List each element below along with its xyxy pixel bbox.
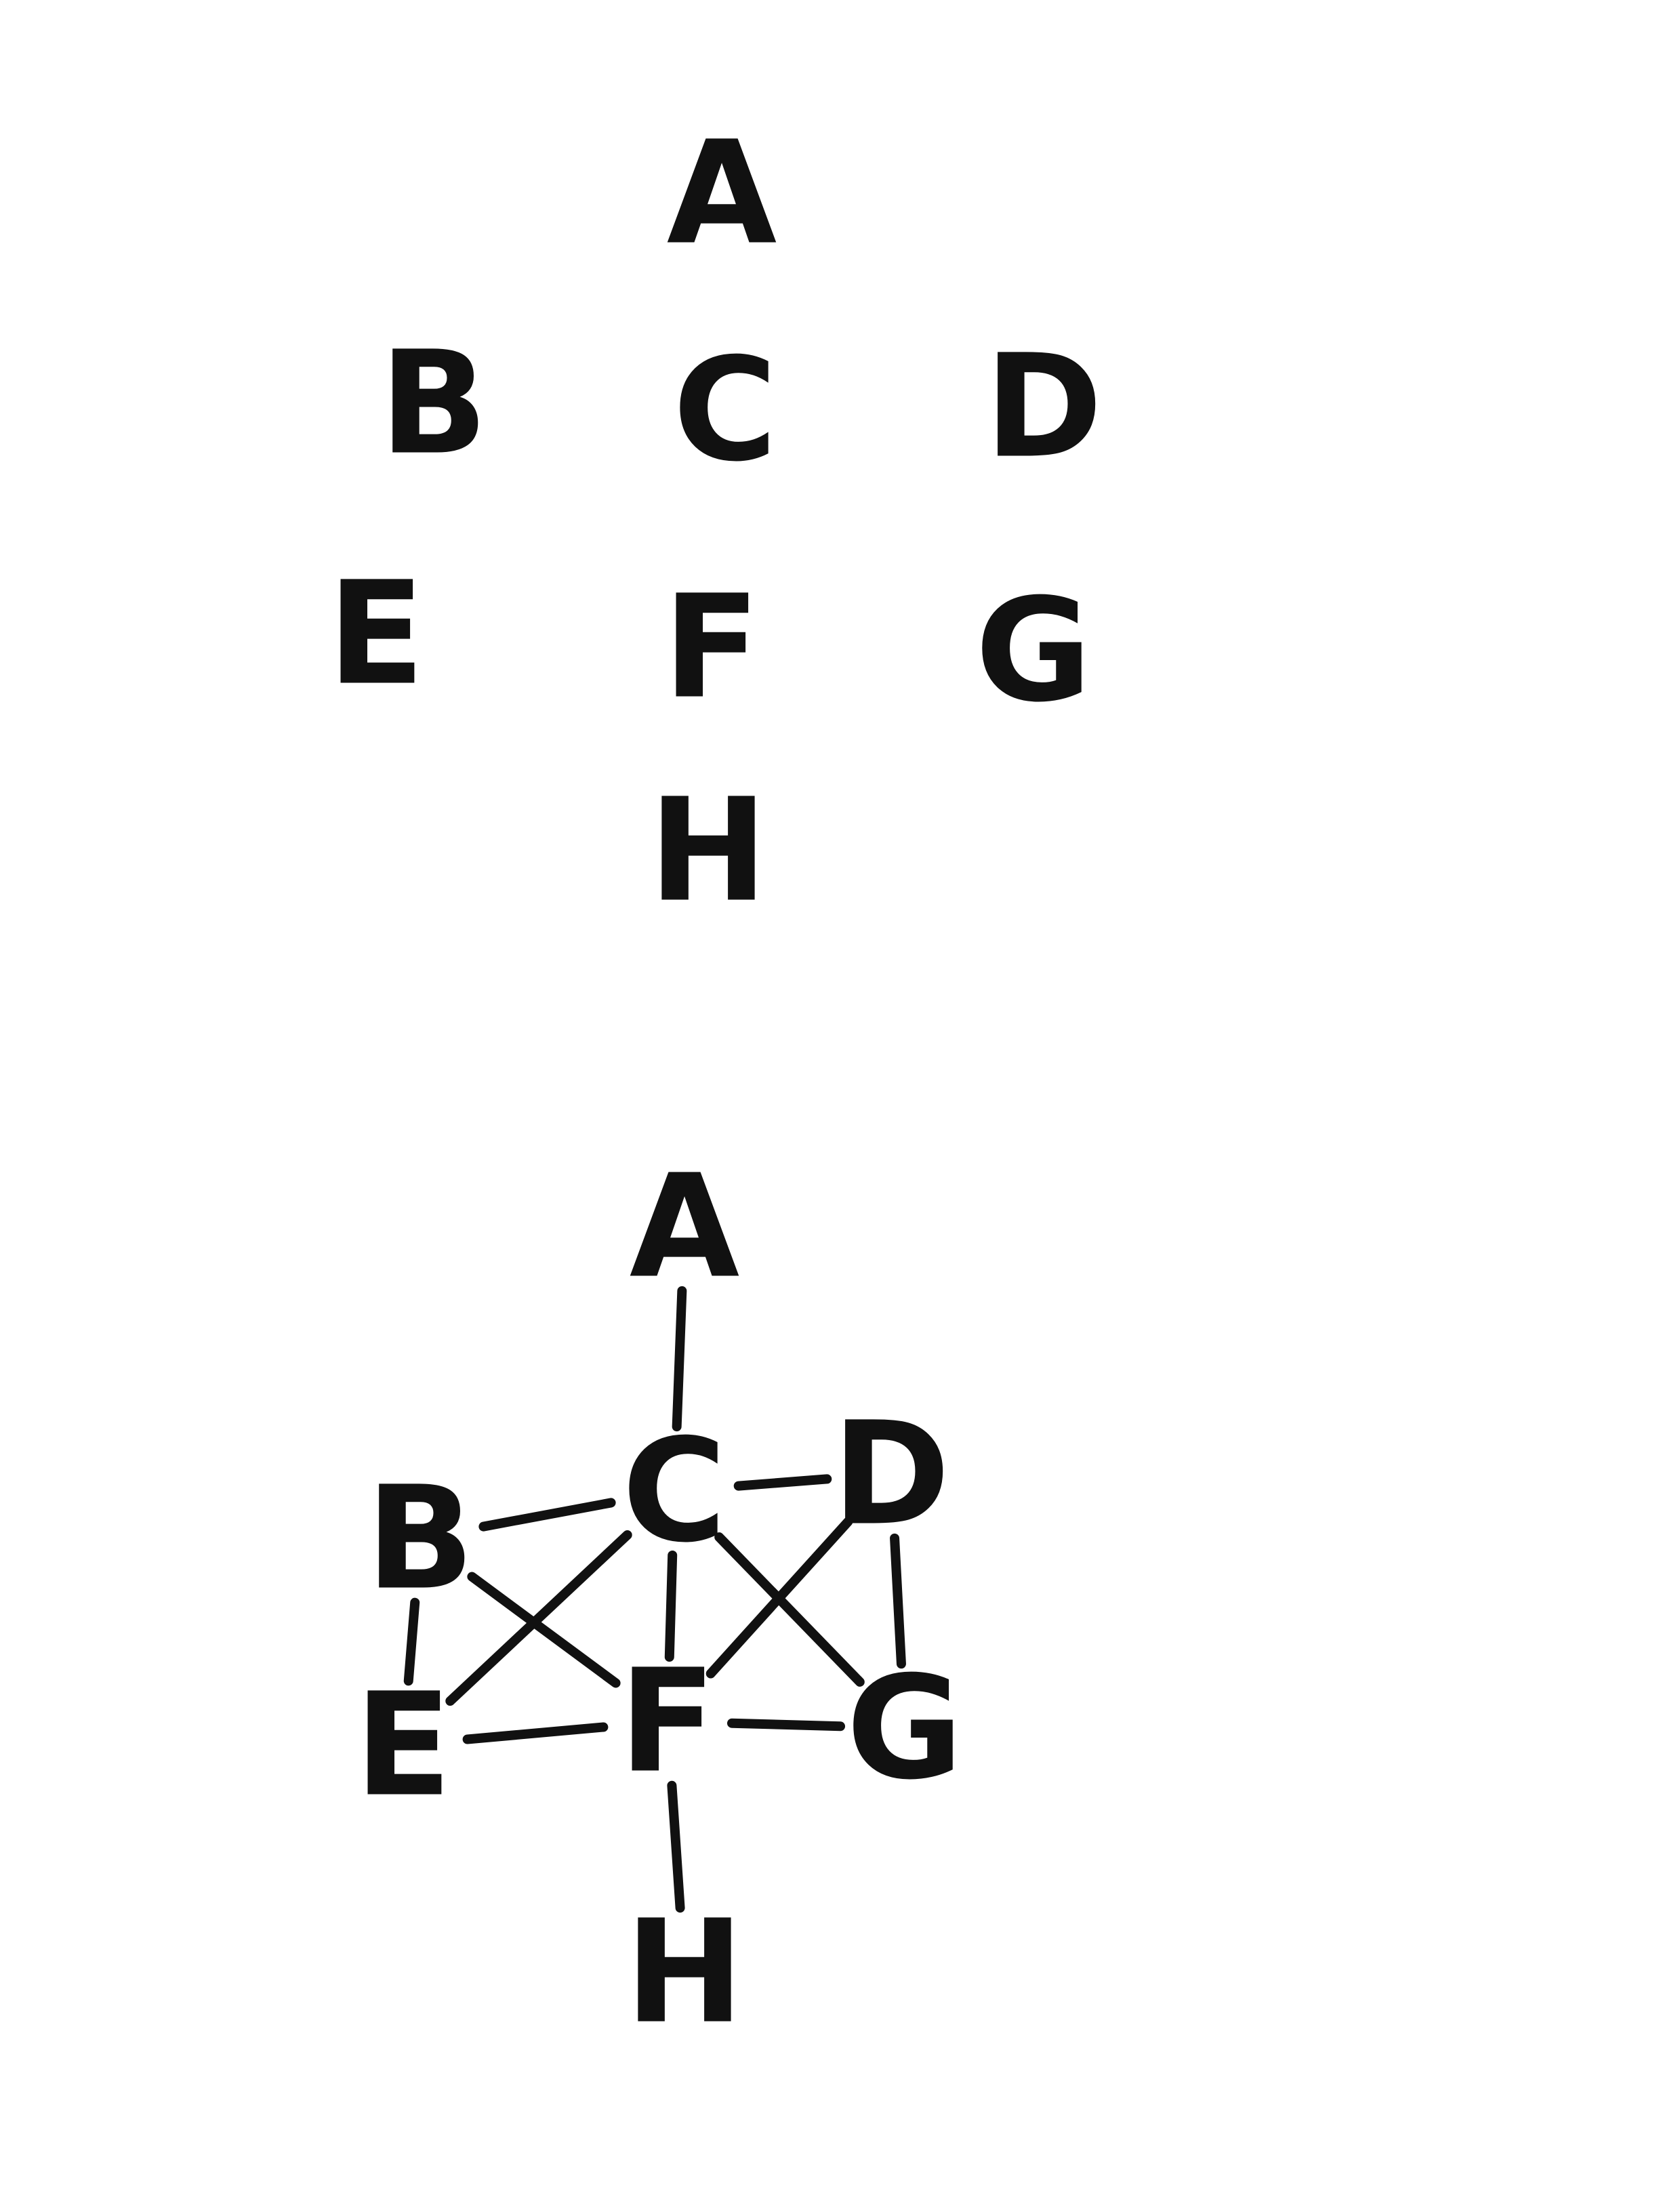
edge-b-c <box>478 1498 616 1532</box>
edge-c-e <box>445 1530 632 1706</box>
node-f: F <box>663 565 760 731</box>
node-e: E <box>354 1662 451 1828</box>
node-g: G <box>975 568 1092 734</box>
edge-d-f <box>705 1517 853 1679</box>
node-c: C <box>622 1408 726 1574</box>
edge-c-f <box>664 1550 678 1662</box>
node-b: B <box>366 1456 474 1622</box>
node-a: A <box>630 1144 740 1310</box>
node-d: D <box>832 1391 950 1557</box>
node-h: H <box>625 1889 744 2055</box>
edge-c-d <box>733 1474 832 1491</box>
node-d: D <box>985 324 1103 490</box>
edge-e-f <box>462 1722 609 1744</box>
edge-b-e <box>403 1597 420 1686</box>
edge-a-c <box>672 1286 687 1432</box>
node-h: H <box>649 768 768 934</box>
edge-f-h <box>667 1780 685 1913</box>
edge-layer <box>403 1286 906 1913</box>
node-c: C <box>673 327 777 493</box>
node-f: F <box>619 1639 716 1805</box>
edge-b-f <box>467 1572 621 1688</box>
edge-d-g <box>890 1533 906 1669</box>
edge-c-g <box>714 1532 865 1687</box>
unconnected-node-layout: A B C D E F G H <box>327 110 1103 934</box>
node-a: A <box>667 110 777 276</box>
node-e: E <box>327 551 424 717</box>
edge-f-g <box>726 1718 846 1732</box>
node-g: G <box>846 1645 963 1811</box>
node-b: B <box>380 321 488 487</box>
node-layer: A B C D E F G H <box>327 110 1103 934</box>
